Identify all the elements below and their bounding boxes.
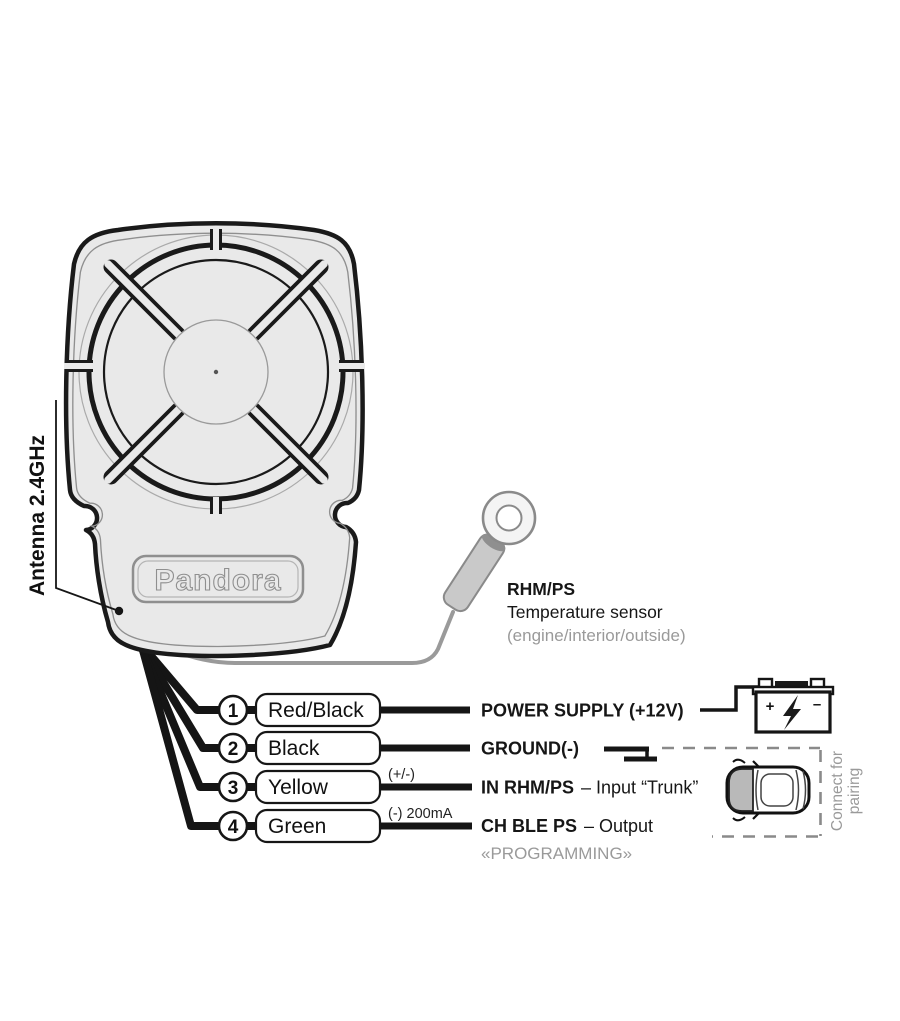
- wire-1-color-box: [254, 692, 382, 728]
- ground-icon: [604, 746, 657, 762]
- temperature-sensor-icon: [442, 490, 537, 613]
- car-trunk-mark-bottom: [732, 816, 746, 822]
- pairing-zone: Connect for pairing: [662, 746, 863, 838]
- wire-3-label: IN RHM/PS – Input “Trunk”: [481, 778, 698, 798]
- wire-row-1: Red/Black 1 POWER SUPPLY (+12V) + –: [217, 677, 835, 734]
- brand-plate-inner-line: [137, 560, 299, 598]
- car-rear-window: [755, 769, 759, 811]
- wire-1-number: 1: [228, 701, 239, 722]
- wire-4-number: 4: [228, 817, 239, 838]
- pairing-label-line1: Connect for: [829, 751, 846, 831]
- wire-2-number: 2: [228, 739, 239, 760]
- wire-row-2: Black 2 GROUND(-): [217, 730, 657, 766]
- sensor-collar: [481, 533, 506, 552]
- grille-x-spokes: [103, 259, 329, 485]
- sensor-ring-hole: [495, 504, 523, 532]
- car-windshield: [795, 769, 800, 811]
- brand-logo-text: Pandora: [154, 564, 281, 597]
- battery-plus-sign: +: [766, 698, 775, 715]
- sensor-type: Temperature sensor: [507, 602, 663, 622]
- wire-1-label: POWER SUPPLY (+12V): [481, 701, 684, 721]
- wire-3-number-circle: [217, 771, 249, 803]
- wire-row-4: Green 4 (-) 200mA CH BLE PS – Output «PRO…: [217, 806, 653, 863]
- battery-bolt-icon: [783, 695, 801, 730]
- car-cabin: [760, 773, 794, 807]
- wire-3-color-label: Yellow: [268, 776, 329, 799]
- wire-2-number-circle: [217, 732, 249, 764]
- battery-icon: + –: [751, 677, 835, 734]
- car-icon: [725, 758, 811, 822]
- wire-3-label-bold: IN RHM/PS: [481, 778, 574, 798]
- wire-4-tag: (-) 200mA: [388, 806, 453, 822]
- brand-plate-outline: [131, 554, 305, 604]
- wire-1-to-battery: [700, 685, 758, 712]
- car-front-line: [802, 770, 807, 810]
- sensor-note: (engine/interior/outside): [507, 626, 686, 645]
- antenna-label: Antenna 2.4GHz: [26, 435, 49, 596]
- battery-cap-strip: [775, 681, 808, 689]
- grille-inner-ring: [102, 258, 330, 486]
- antenna-callout-line: [55, 400, 120, 612]
- antenna-callout: Antenna 2.4GHz: [26, 400, 124, 616]
- wire-1-number-circle: [217, 694, 249, 726]
- speaker-grille: [64, 226, 365, 516]
- wire-3-tag: (+/-): [388, 767, 415, 783]
- car-trunk-shaded: [728, 768, 754, 812]
- device-body: [63, 221, 365, 659]
- wire-2-label-bold: GROUND(-): [481, 739, 579, 759]
- wire-1-color-label: Red/Black: [268, 699, 364, 722]
- wire-row-3: Yellow 3 (+/-) IN RHM/PS – Input “Trunk”: [217, 758, 811, 822]
- wire-4-note: «PROGRAMMING»: [481, 844, 632, 863]
- wire-4-color-label: Green: [268, 815, 326, 838]
- grille-center-dot: [213, 369, 219, 375]
- sensor-name: RHM/PS: [507, 579, 575, 599]
- wire-1-label-bold: POWER SUPPLY (+12V): [481, 701, 684, 721]
- wire-3-number: 3: [228, 778, 239, 799]
- wire-4-label-rest: – Output: [584, 816, 653, 836]
- wire-2-label: GROUND(-): [481, 739, 579, 759]
- siren-device: Pandora: [63, 221, 365, 659]
- wire-4-number-circle: [217, 810, 249, 842]
- wire-2-color-label: Black: [268, 737, 320, 760]
- wire-4-color-box: [254, 808, 382, 844]
- brand-plate: Pandora: [131, 554, 305, 604]
- wire-2-color-box: [254, 730, 382, 766]
- device-inner-seam: [72, 232, 357, 648]
- wire-bundle: [131, 633, 272, 830]
- grille-edge-bars: [64, 226, 365, 516]
- antenna-callout-dot: [114, 606, 124, 616]
- wire-3-label-rest: – Input “Trunk”: [581, 778, 698, 798]
- wire-4-label: CH BLE PS – Output: [481, 816, 653, 836]
- car-trunk-mark-top: [732, 758, 746, 764]
- pairing-label-line2: pairing: [846, 768, 863, 815]
- wire-4-label-bold: CH BLE PS: [481, 816, 577, 836]
- sensor-label-block: RHM/PS Temperature sensor (engine/interi…: [507, 579, 686, 645]
- battery-minus-sign: –: [813, 696, 821, 713]
- wire-3-color-box: [254, 769, 382, 805]
